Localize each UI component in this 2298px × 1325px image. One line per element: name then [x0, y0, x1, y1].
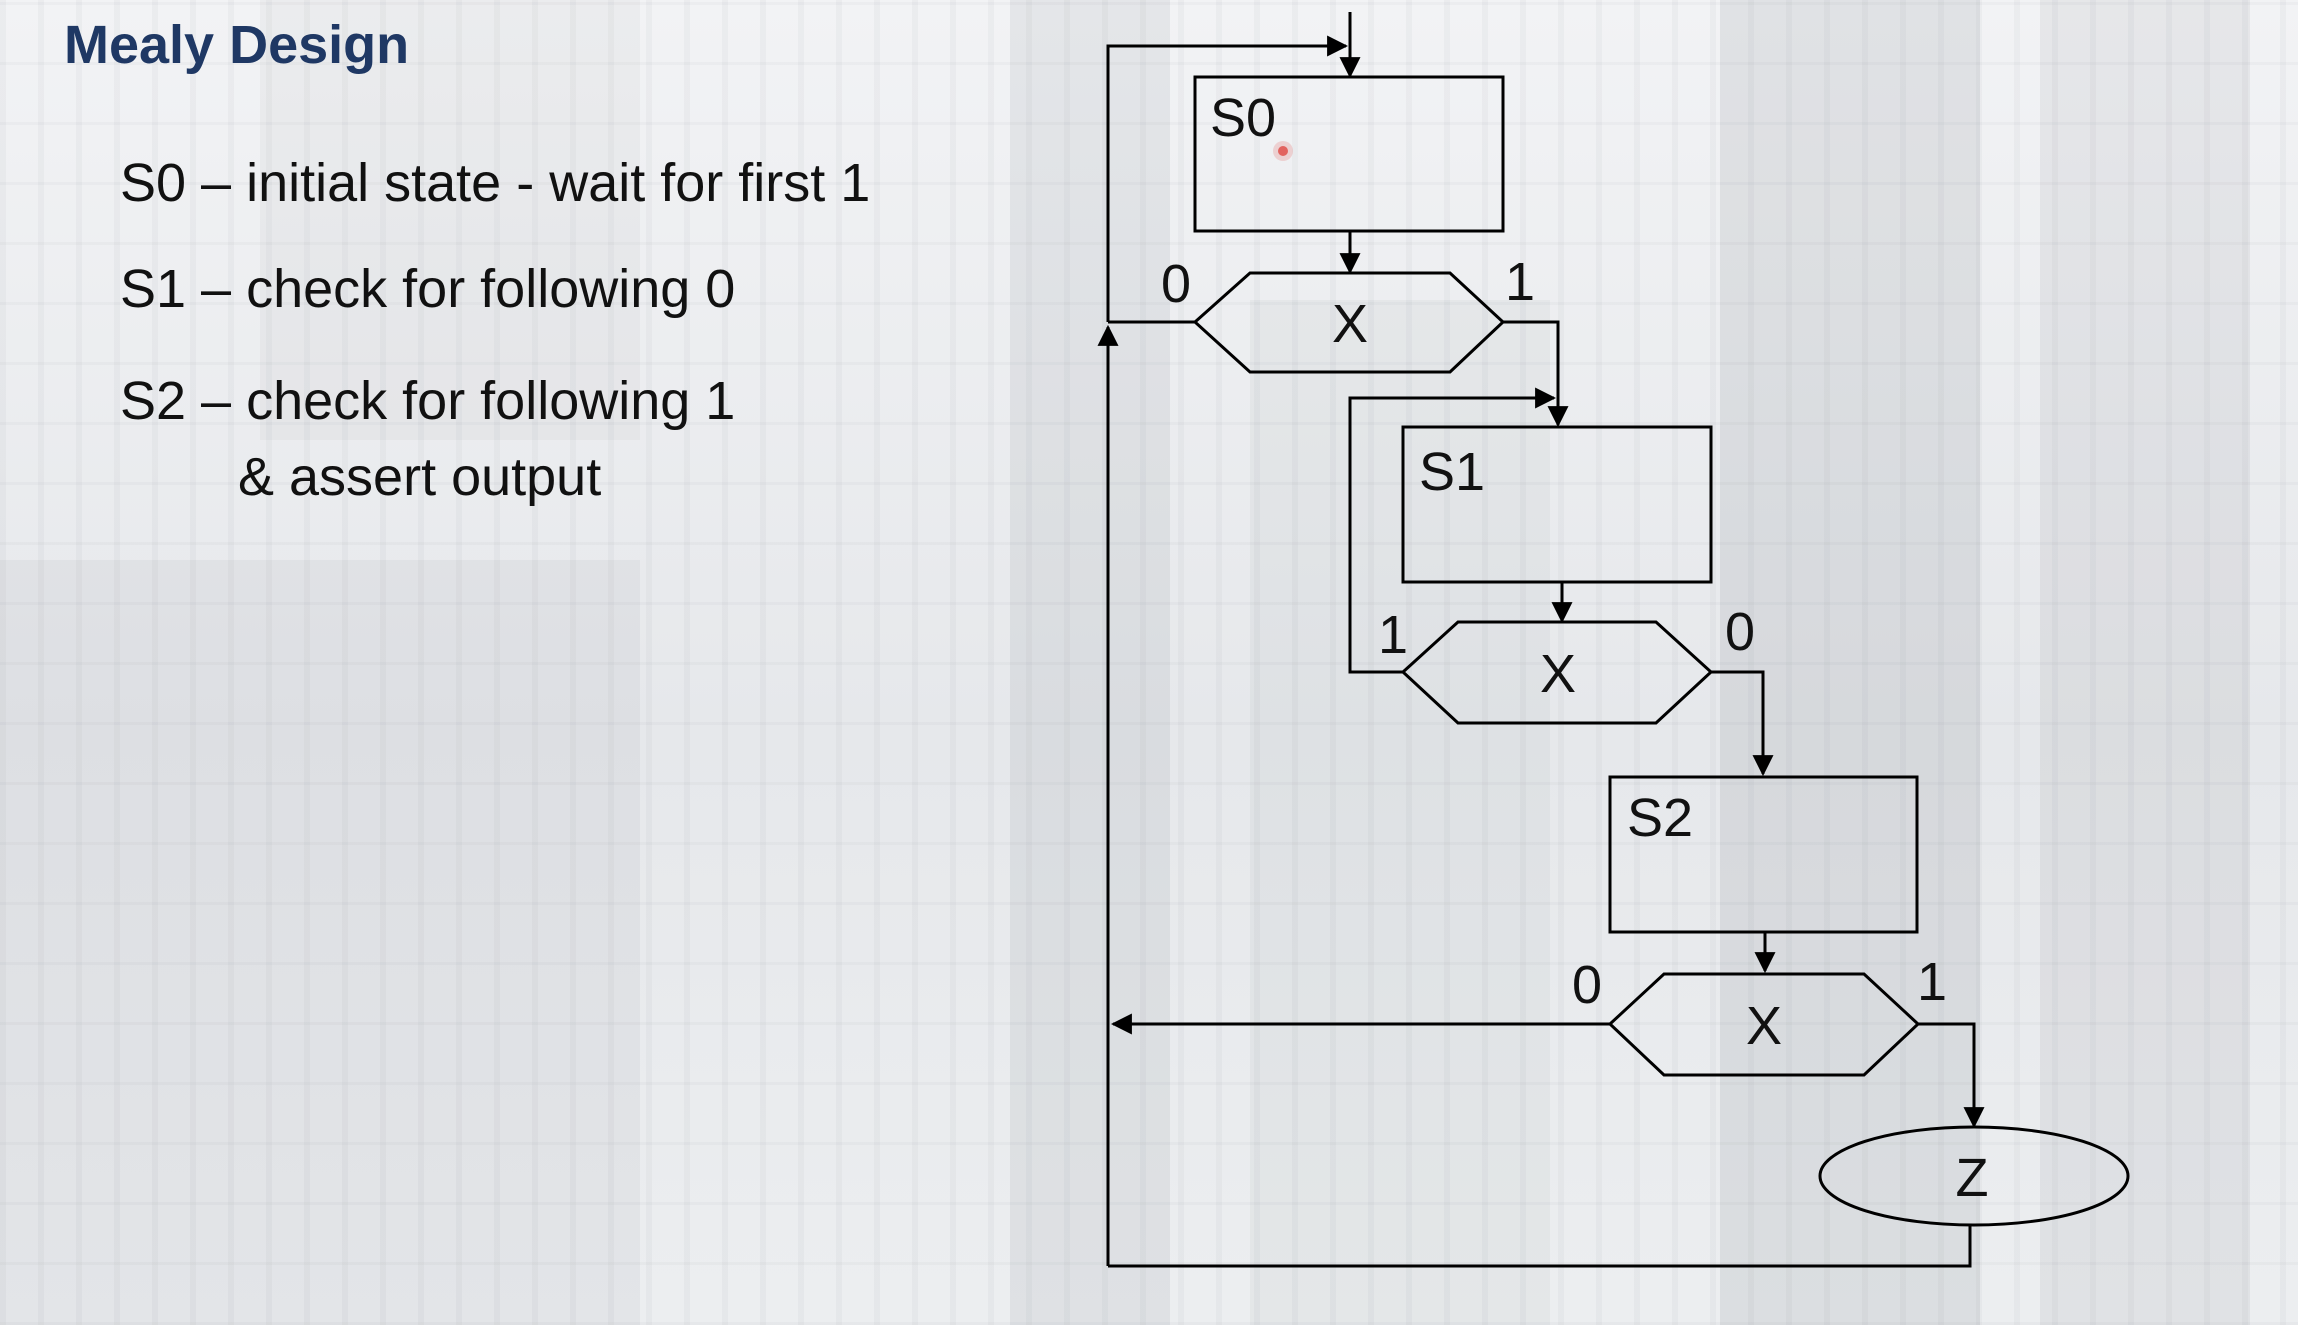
- state-description-s2-continued: & assert output: [238, 447, 602, 507]
- pointer-dot-halo: [1273, 141, 1293, 161]
- decision-label-3: X: [1746, 996, 1782, 1056]
- state-description-s1: S1 – check for following 0: [120, 259, 736, 319]
- branch-line: [1348, 387, 1557, 674]
- state-label-s1: S1: [1419, 442, 1485, 502]
- branch-label-d2-left: 1: [1378, 605, 1408, 665]
- return-line: [1108, 1225, 1972, 1268]
- branch-label-d3-left: 0: [1572, 955, 1602, 1015]
- branch-label-d1-right: 1: [1505, 252, 1535, 312]
- branch-line: [1918, 1022, 1985, 1129]
- background-rack: [1250, 300, 1550, 1325]
- state-description-s2: S2 – check for following 1: [120, 371, 736, 431]
- state-box-s1: [1401, 425, 1713, 584]
- background-rack: [260, 0, 640, 440]
- state-description-s0: S0 – initial state - wait for first 1: [120, 153, 871, 213]
- output-label-z: Z: [1956, 1148, 1989, 1208]
- state-label-s0: S0: [1210, 88, 1276, 148]
- branch-label-d2-right: 0: [1725, 602, 1755, 662]
- background-rack: [1720, 0, 1980, 1325]
- decision-label-1: X: [1332, 294, 1368, 354]
- conditional-output-oval: [1818, 1125, 2130, 1227]
- branch-label-d3-right: 1: [1917, 952, 1947, 1012]
- background-rack: [1010, 0, 1170, 1325]
- pointer-dot: [1278, 146, 1288, 156]
- slide-title: Mealy Design: [64, 15, 410, 75]
- branch-line: [1711, 670, 1774, 777]
- decision-label-2: X: [1540, 644, 1576, 704]
- branch-line: [1503, 320, 1569, 428]
- branch-label-d1-left: 0: [1161, 254, 1191, 314]
- return-line: [1106, 35, 1349, 322]
- state-label-s2: S2: [1627, 788, 1693, 848]
- background-rack: [0, 560, 640, 1325]
- background-rack: [2040, 0, 2250, 1325]
